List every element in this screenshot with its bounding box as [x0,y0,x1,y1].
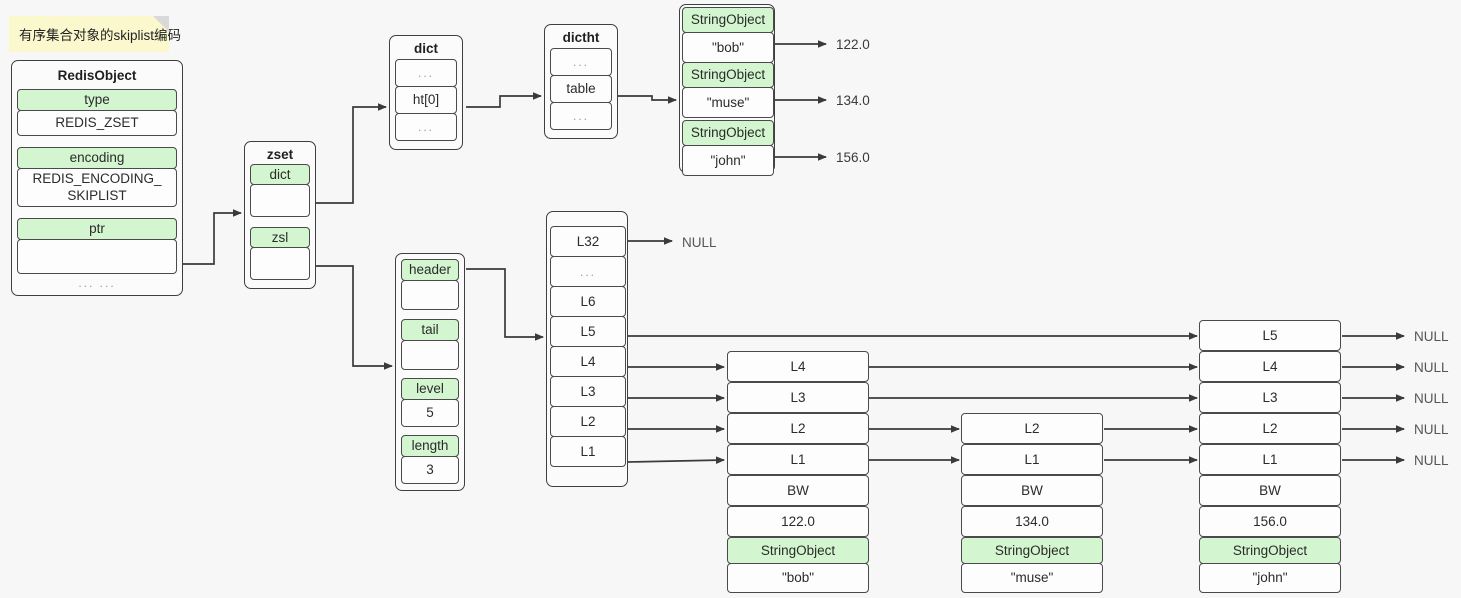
node-muse-score: 134.0 [961,506,1103,537]
hash-score-muse: 134.0 [836,93,870,108]
node-bob-member: "bob" [727,563,869,593]
redis-object-field-type-label: type [17,89,177,111]
node-muse-member: "muse" [961,563,1103,593]
hash-entry-0-member: "bob" [682,32,774,63]
node-bob-object-type: StringObject [727,537,869,564]
node-john-level-l3: L3 [1199,382,1341,413]
node-john-l4-null-label: NULL [1414,360,1449,375]
zskiplist-field-tail-value [401,340,459,370]
node-john-object-type: StringObject [1199,537,1341,564]
dict-box: dict ... ht[0] ... [389,35,463,150]
header-node-level-l1: L1 [550,436,626,467]
header-node-level-l6: L6 [550,286,626,317]
hash-entry-2-member: "john" [682,145,774,176]
node-john-level-l1: L1 [1199,444,1341,475]
node-bob-level-l3: L3 [727,382,869,413]
node-john-score: 156.0 [1199,506,1341,537]
annotation-note-text: 有序集合对象的skiplist编码 [19,28,182,43]
zskiplist-field-length-label: length [401,435,459,457]
hash-score-bob: 122.0 [836,37,870,52]
node-muse-object-type: StringObject [961,537,1103,564]
hash-entry-1-member: "muse" [682,87,774,118]
node-john-backward: BW [1199,475,1341,506]
dictht-box: dictht ... table ... [544,24,618,139]
header-node-level-l2: L2 [550,406,626,437]
hash-entry-2-type: StringObject [682,120,774,146]
node-muse-level-l1: L1 [961,444,1103,475]
dictht-title: dictht [562,30,600,46]
header-node-l32-null-label: NULL [682,235,717,250]
skiplist-node-muse: L2 L1 BW 134.0 StringObject "muse" [961,413,1103,593]
header-node-level-l32: L32 [550,226,626,257]
dictht-cell-table: table [550,75,612,103]
node-john-member: "john" [1199,563,1341,593]
node-john-l5-null-label: NULL [1414,329,1449,344]
node-john-level-l4: L4 [1199,351,1341,382]
hash-entries-box: StringObject "bob" StringObject "muse" S… [679,4,775,176]
zskiplist-field-length-value: 3 [401,456,459,484]
zskiplist-field-level-label: level [401,378,459,400]
zset-field-zsl-label: zsl [250,227,310,248]
dictht-cell-2: ... [550,102,612,130]
node-john-l1-null-label: NULL [1414,453,1449,468]
skiplist-node-bob: L4 L3 L2 L1 BW 122.0 StringObject "bob" [727,351,869,593]
header-node-level-l3: L3 [550,376,626,407]
zset-field-zsl-value [250,247,310,280]
skiplist-node-john: L5 L4 L3 L2 L1 BW 156.0 StringObject "jo… [1199,320,1341,593]
node-bob-backward: BW [727,475,869,506]
header-node-level-l4: L4 [550,346,626,377]
redis-object-field-encoding-label: encoding [17,147,177,169]
zset-field-dict-value [250,184,310,217]
redis-object-field-type-value: REDIS_ZSET [17,110,177,136]
note-fold-corner [153,16,169,32]
node-john-level-l5: L5 [1199,320,1341,351]
node-bob-score: 122.0 [727,506,869,537]
dict-cell-2: ... [395,113,457,141]
hash-entry-1-type: StringObject [682,62,774,88]
annotation-note: 有序集合对象的skiplist编码 [9,16,181,52]
skiplist-header-node: L32 ... L6 L5 L4 L3 L2 L1 [546,211,628,487]
node-bob-level-l1: L1 [727,444,869,475]
dict-cell-0: ... [395,59,457,87]
hash-entry-0-type: StringObject [682,7,774,33]
zskiplist-field-header-label: header [401,259,459,281]
node-muse-backward: BW [961,475,1103,506]
node-muse-level-l2: L2 [961,413,1103,444]
dictht-cell-0: ... [550,48,612,76]
zskiplist-box: header tail level 5 length 3 [395,253,465,491]
node-bob-level-l4: L4 [727,351,869,382]
zset-box: zset dict zsl [244,141,316,289]
redis-object-field-ptr-value [17,239,177,274]
redis-object-footer: ... ... [78,276,116,290]
hash-score-john: 156.0 [836,150,870,165]
zskiplist-field-header-value [401,280,459,310]
dict-cell-ht0: ht[0] [395,86,457,114]
zset-title: zset [266,147,294,163]
zskiplist-field-tail-label: tail [401,319,459,341]
node-john-level-l2: L2 [1199,413,1341,444]
node-bob-level-l2: L2 [727,413,869,444]
redis-object-field-ptr-label: ptr [17,218,177,240]
redis-object-field-encoding-value: REDIS_ENCODING_ SKIPLIST [17,168,177,207]
header-node-level-ellipsis: ... [550,256,626,287]
redis-object-box: RedisObject type REDIS_ZSET encoding RED… [11,60,183,296]
header-node-level-l5: L5 [550,316,626,347]
node-john-l3-null-label: NULL [1414,391,1449,406]
dict-title: dict [413,41,438,57]
redis-object-title: RedisObject [57,68,137,84]
zset-field-dict-label: dict [250,164,310,185]
zskiplist-field-level-value: 5 [401,399,459,427]
node-john-l2-null-label: NULL [1414,422,1449,437]
